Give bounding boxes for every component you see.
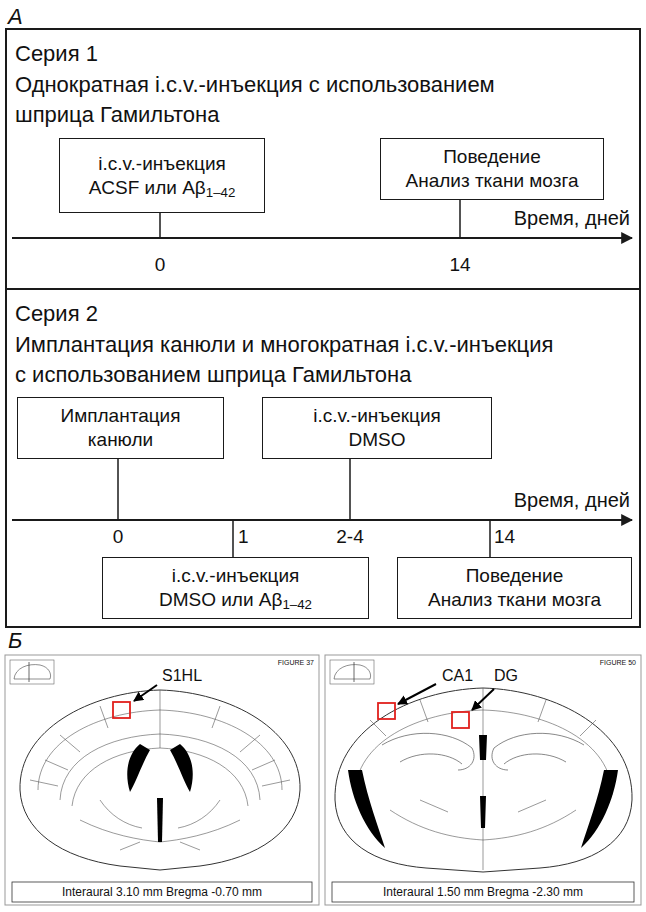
stage-box: ПоведениеАнализ ткани мозга xyxy=(380,138,604,200)
box-text: Анализ ткани мозга xyxy=(389,169,595,193)
stage-box: i.c.v.-инъекция DMSO или Aβ1–42 xyxy=(102,557,369,619)
region-label: S1HL xyxy=(160,666,204,685)
box-text: Поведение xyxy=(412,564,618,588)
atlas-frame xyxy=(325,655,641,905)
time-axis xyxy=(12,237,632,239)
atlas-inset-brain xyxy=(334,665,371,679)
box-text: i.c.v.-инъекция ACSF или Aβ1–42 xyxy=(77,152,247,200)
panel-letter: А xyxy=(8,4,23,30)
series-title: Серия 2 xyxy=(15,300,98,328)
atlas-frame xyxy=(5,655,319,905)
series-title: Серия 1 xyxy=(15,40,98,68)
leader-arrow xyxy=(398,684,436,704)
ventricle xyxy=(348,770,385,848)
ventricle xyxy=(127,744,150,792)
atlas-inset-brain xyxy=(14,665,51,679)
ventricle xyxy=(581,770,618,848)
axis-tick-label: 14 xyxy=(494,526,515,549)
atlas-coordinates: Interaural 3.10 mm Bregma -0.70 mm xyxy=(60,885,264,899)
atlas-inset-cut xyxy=(354,662,355,682)
brain-outline xyxy=(20,690,300,870)
box-text: i.c.v.-инъекция DMSO или Aβ1–42 xyxy=(147,564,325,612)
region-marker xyxy=(113,702,130,718)
brain-outline xyxy=(335,688,632,872)
box-text: Имплантация канюли xyxy=(38,404,203,452)
series-panel: Серия 1Однократная i.c.v.-инъекция с исп… xyxy=(5,28,641,290)
axis-tick-label: 2-4 xyxy=(336,526,363,549)
tick-line xyxy=(349,459,351,521)
region-marker xyxy=(452,712,469,728)
series-panel: Серия 2Имплантация канюли и многократная… xyxy=(5,288,641,628)
series-description: Однократная i.c.v.-инъекция с использова… xyxy=(15,70,560,130)
region-marker xyxy=(378,703,395,719)
series-description: Имплантация канюли и многократная i.c.v.… xyxy=(15,330,560,390)
ventricle xyxy=(157,798,163,842)
axis-tick-label: 1 xyxy=(238,526,249,549)
region-label: DG xyxy=(492,666,520,685)
atlas-line xyxy=(30,690,290,786)
axis-tick-label: 0 xyxy=(113,526,124,549)
stage-box: Имплантация канюли xyxy=(17,397,224,459)
panel-letter: Б xyxy=(8,628,22,654)
caption-strip xyxy=(332,882,634,902)
figure-number: FIGURE 50 xyxy=(600,659,636,667)
atlas-coordinates: Interaural 1.50 mm Bregma -2.30 mm xyxy=(381,885,585,899)
axis-title: Время, дней xyxy=(514,206,630,230)
box-text: Анализ ткани мозга xyxy=(412,588,618,612)
atlas-inset xyxy=(330,660,374,684)
axis-tick-label: 14 xyxy=(449,254,470,277)
tick-line xyxy=(159,213,161,238)
time-axis xyxy=(12,519,632,521)
leader-arrow xyxy=(472,689,494,710)
caption-strip xyxy=(12,882,312,902)
stage-box: i.c.v.-инъекция ACSF или Aβ1–42 xyxy=(59,138,265,213)
atlas-inset-cut xyxy=(29,662,30,682)
tick-line xyxy=(117,459,119,521)
atlas-line xyxy=(370,688,596,870)
axis-title: Время, дней xyxy=(514,488,630,512)
region-label: CA1 xyxy=(440,666,475,685)
ventricle xyxy=(170,744,193,792)
stage-box: ПоведениеАнализ ткани мозга xyxy=(397,557,632,619)
atlas-inset xyxy=(10,660,54,684)
tick-line xyxy=(232,520,234,557)
figure-number: FIGURE 37 xyxy=(278,659,314,667)
leader-arrow xyxy=(134,685,157,701)
stage-box: i.c.v.-инъекция DMSO xyxy=(262,397,492,459)
ventricle xyxy=(479,735,487,828)
atlas-line xyxy=(72,748,248,806)
tick-line xyxy=(459,200,461,239)
tick-line xyxy=(489,520,491,557)
axis-tick-label: 0 xyxy=(155,254,166,277)
box-text: Поведение xyxy=(389,145,595,169)
box-text: i.c.v.-инъекция DMSO xyxy=(292,404,462,452)
